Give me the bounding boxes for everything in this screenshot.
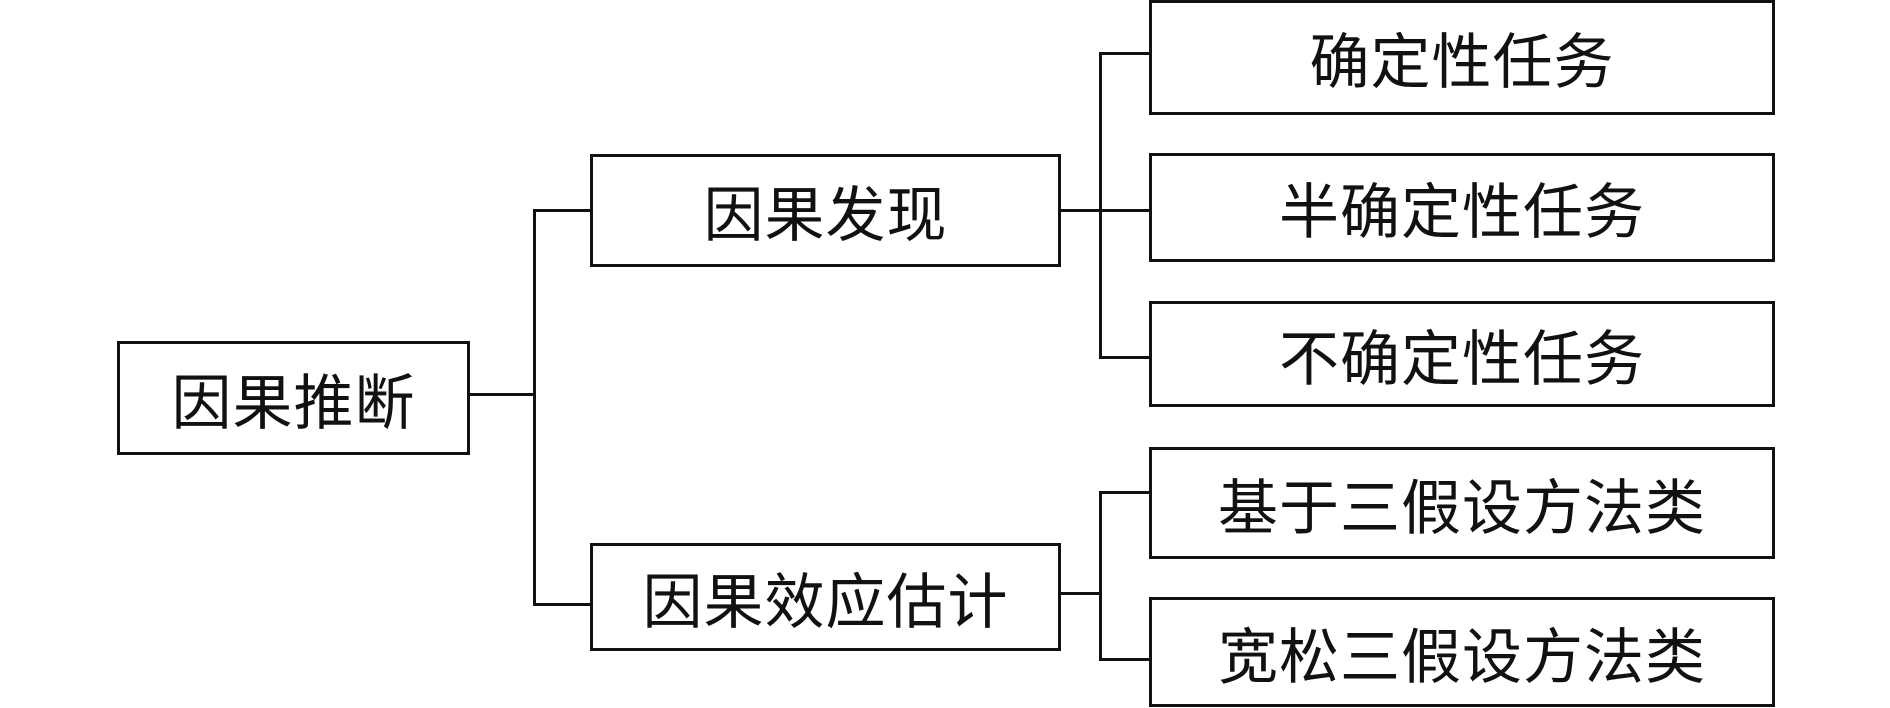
root-node: 因果推断 (117, 341, 470, 455)
connector-to-leaf-2-2 (1099, 658, 1149, 661)
branch-node-causal-effect-estimation: 因果效应估计 (590, 543, 1061, 651)
connector-to-branch-1 (533, 209, 593, 212)
leaf-node-relaxed-three-assumption-methods: 宽松三假设方法类 (1149, 597, 1775, 707)
connector-root-vertical (533, 209, 536, 606)
connector-to-leaf-1-3 (1099, 356, 1149, 359)
leaf-node-semi-deterministic-task: 半确定性任务 (1149, 153, 1775, 262)
connector-to-leaf-1-1 (1099, 52, 1149, 55)
leaf-node-three-assumption-methods: 基于三假设方法类 (1149, 447, 1775, 559)
connector-to-branch-2 (533, 603, 593, 606)
connector-branch-1-vertical (1099, 52, 1102, 359)
connector-branch-2-vertical (1099, 491, 1102, 661)
leaf-node-non-deterministic-task: 不确定性任务 (1149, 301, 1775, 407)
connector-root-out (467, 393, 536, 396)
connector-to-leaf-1-2 (1099, 209, 1149, 212)
leaf-node-deterministic-task: 确定性任务 (1149, 0, 1775, 115)
connector-branch-1-out (1058, 209, 1102, 212)
connector-branch-2-out (1058, 592, 1102, 595)
branch-node-causal-discovery: 因果发现 (590, 154, 1061, 267)
connector-to-leaf-2-1 (1099, 491, 1149, 494)
